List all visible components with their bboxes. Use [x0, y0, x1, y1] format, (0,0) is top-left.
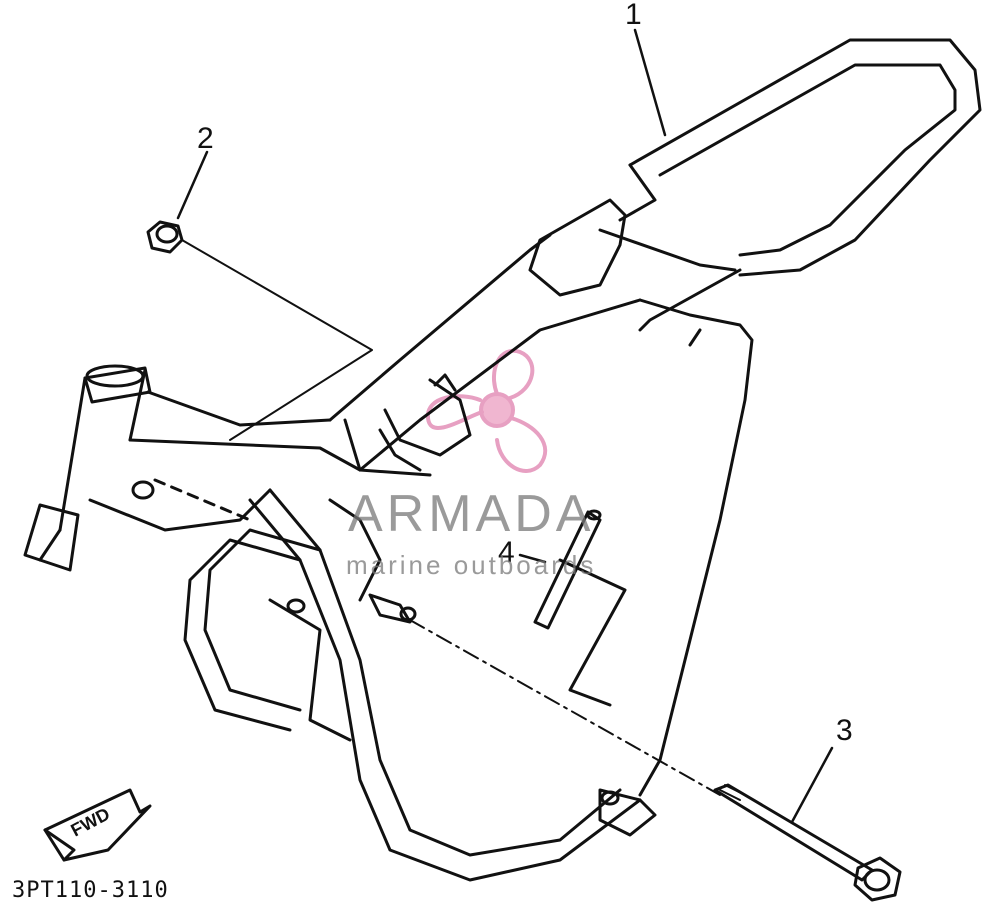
main-frame — [23, 38, 982, 882]
callout-3: 3 — [836, 714, 853, 747]
watermark-tagline: marine outboards — [346, 550, 597, 580]
leader-1 — [633, 28, 667, 137]
part-code: 3PT110-3110 — [12, 878, 169, 903]
callout-4: 4 — [498, 536, 515, 569]
alignment-line-2 — [181, 239, 373, 441]
bolt-part — [713, 783, 902, 902]
watermark-logo — [426, 348, 548, 473]
callout-2: 2 — [197, 122, 214, 155]
leader-2 — [176, 150, 209, 220]
callout-1: 1 — [625, 0, 642, 31]
fwd-arrow-icon — [43, 788, 152, 862]
leader-3 — [790, 746, 834, 824]
watermark-name: ARMADA — [348, 485, 595, 543]
pin-part — [533, 509, 602, 630]
leader-4 — [518, 553, 547, 564]
nut-part — [146, 220, 184, 254]
